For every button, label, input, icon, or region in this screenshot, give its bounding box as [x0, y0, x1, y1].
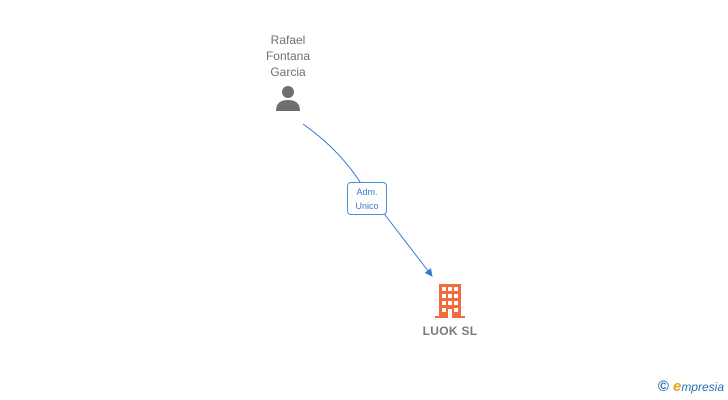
- copyright-icon: ©: [657, 378, 669, 395]
- brand-logo: empresia: [673, 378, 724, 395]
- relation-label[interactable]: Adm. Unico: [347, 182, 387, 215]
- building-icon: [435, 284, 465, 318]
- relation-label-line: Unico: [355, 201, 379, 211]
- company-name: LUOK SL: [422, 324, 478, 338]
- brand-name: mpresia: [681, 380, 724, 394]
- person-name-line: Fontana: [265, 49, 311, 63]
- company-node[interactable]: LUOK SL: [400, 284, 500, 338]
- brand-initial: e: [672, 378, 682, 395]
- brand-watermark: © empresia: [658, 378, 724, 395]
- person-name: Rafael Fontana Garcia: [248, 32, 328, 80]
- relation-label-line: Adm.: [356, 187, 378, 197]
- person-node[interactable]: Rafael Fontana Garcia: [248, 32, 328, 112]
- person-name-line: Garcia: [270, 65, 306, 79]
- person-name-line: Rafael: [270, 33, 306, 47]
- person-icon: [276, 86, 300, 111]
